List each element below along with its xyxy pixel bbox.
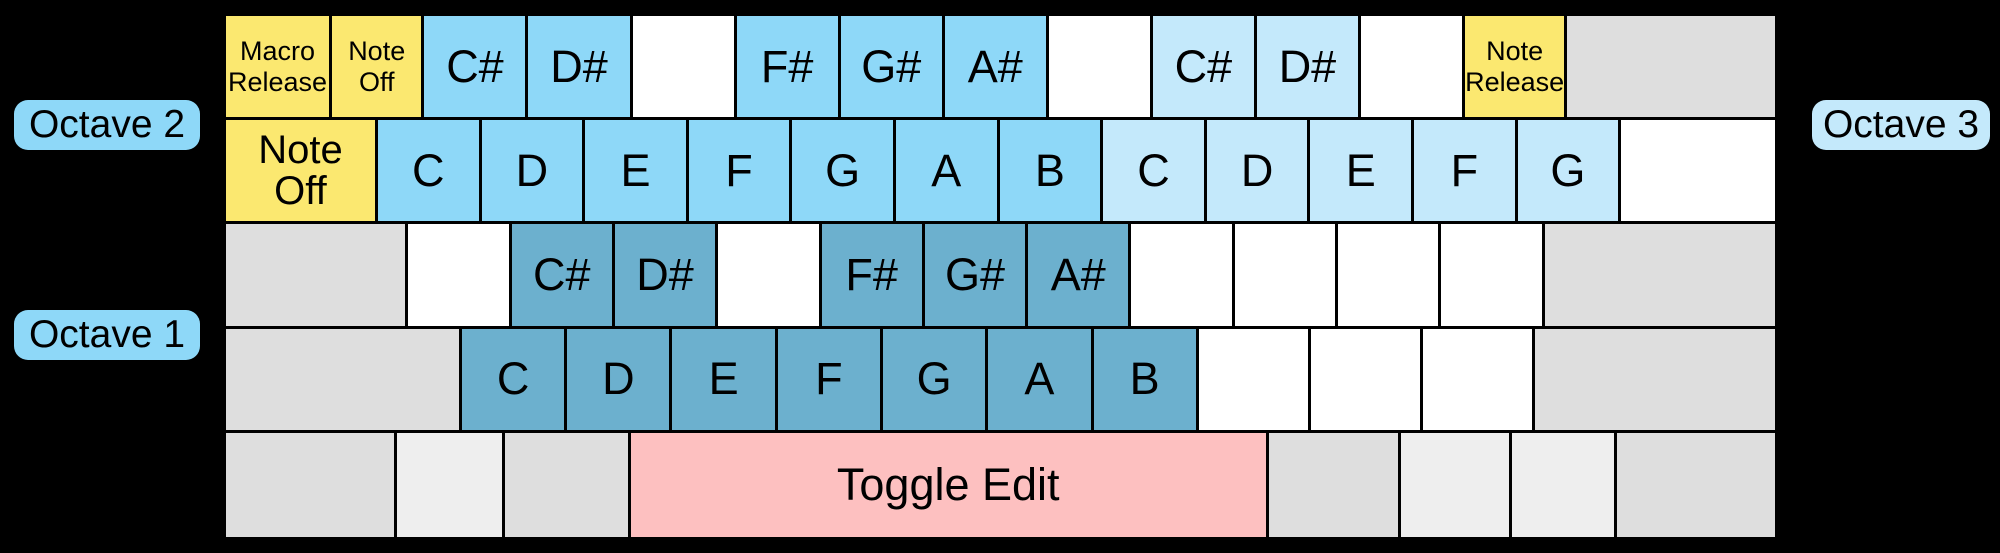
key-blank-r3c10[interactable] — [1423, 328, 1536, 433]
key-blank-r3c9[interactable] — [1310, 328, 1424, 433]
key-e-r1c3[interactable]: E — [585, 120, 689, 225]
key-blank-r0c13[interactable] — [1567, 16, 1775, 121]
key-blank-r0c4[interactable] — [632, 16, 737, 121]
key-a-r1c6[interactable]: A — [895, 120, 1000, 225]
keyboard-row-a-row: C#D# F#G#A# — [226, 224, 1776, 329]
key-c-r3c1[interactable]: C — [461, 328, 568, 433]
key-blank-r4c6[interactable] — [1511, 432, 1618, 538]
key-gsharp-r0c6[interactable]: G# — [840, 16, 945, 121]
key-e-r1c10[interactable]: E — [1310, 120, 1415, 225]
key-blank-r2c4[interactable] — [718, 224, 822, 329]
key-csharp-r2c2[interactable]: C# — [511, 224, 615, 329]
key-gsharp-r2c6[interactable]: G# — [924, 224, 1029, 329]
key-blank-r3c8[interactable] — [1198, 328, 1311, 433]
key-fsharp-r2c5[interactable]: F# — [821, 224, 925, 329]
octave-2-label: Octave 2 — [14, 100, 200, 150]
key-asharp-r0c7[interactable]: A# — [944, 16, 1049, 121]
key-g-r1c12[interactable]: G — [1517, 120, 1622, 225]
key-blank-r2c10[interactable] — [1338, 224, 1442, 329]
key-fsharp-r0c5[interactable]: F# — [736, 16, 841, 121]
key-c-r1c8[interactable]: C — [1103, 120, 1207, 225]
key-a-r3c6[interactable]: A — [988, 328, 1094, 433]
key-blank-r2c1[interactable] — [408, 224, 512, 329]
key-csharp-r0c2[interactable]: C# — [424, 16, 529, 121]
key-note-off-r0c1[interactable]: Note Off — [332, 16, 425, 121]
key-blank-r0c8[interactable] — [1048, 16, 1153, 121]
key-blank-r2c8[interactable] — [1131, 224, 1235, 329]
key-b-r1c7[interactable]: B — [999, 120, 1104, 225]
key-b-r3c7[interactable]: B — [1093, 328, 1199, 433]
key-dsharp-r0c3[interactable]: D# — [528, 16, 633, 121]
key-blank-r4c7[interactable] — [1617, 432, 1776, 538]
key-g-r1c5[interactable]: G — [792, 120, 896, 225]
key-note-release-r0c12[interactable]: Note Release — [1465, 16, 1568, 121]
key-blank-r4c2[interactable] — [505, 432, 631, 538]
keyboard-row-space-row: Toggle Edit — [226, 432, 1776, 538]
key-toggle-edit-r4c3[interactable]: Toggle Edit — [630, 432, 1269, 538]
key-asharp-r2c7[interactable]: A# — [1028, 224, 1132, 329]
key-blank-r4c5[interactable] — [1400, 432, 1512, 538]
key-macro-release-r0c0[interactable]: Macro Release — [226, 16, 332, 121]
key-g-r3c5[interactable]: G — [883, 328, 989, 433]
key-d-r1c9[interactable]: D — [1206, 120, 1311, 225]
key-blank-r4c0[interactable] — [226, 432, 398, 538]
octave-1-label: Octave 1 — [14, 310, 200, 360]
key-blank-r2c11[interactable] — [1441, 224, 1545, 329]
key-d-r1c2[interactable]: D — [481, 120, 586, 225]
key-f-r1c11[interactable]: F — [1414, 120, 1518, 225]
key-f-r1c4[interactable]: F — [688, 120, 793, 225]
key-note-off-r1c0[interactable]: Note Off — [226, 120, 378, 225]
key-blank-r4c1[interactable] — [397, 432, 506, 538]
key-dsharp-r2c3[interactable]: D# — [614, 224, 719, 329]
key-dsharp-r0c10[interactable]: D# — [1256, 16, 1361, 121]
key-blank-r2c0[interactable] — [226, 224, 409, 329]
key-blank-r0c11[interactable] — [1360, 16, 1466, 121]
key-blank-r1c13[interactable] — [1621, 120, 1775, 225]
key-e-r3c3[interactable]: E — [672, 328, 778, 433]
key-c-r1c1[interactable]: C — [377, 120, 482, 225]
key-blank-r2c12[interactable] — [1544, 224, 1776, 329]
key-blank-r3c0[interactable] — [226, 328, 462, 433]
key-f-r3c4[interactable]: F — [777, 328, 883, 433]
key-d-r3c2[interactable]: D — [567, 328, 673, 433]
key-blank-r4c4[interactable] — [1268, 432, 1401, 538]
octave-3-label: Octave 3 — [1812, 100, 1990, 150]
key-blank-r2c9[interactable] — [1234, 224, 1339, 329]
key-csharp-r0c9[interactable]: C# — [1152, 16, 1257, 121]
key-blank-r3c11[interactable] — [1535, 328, 1776, 433]
